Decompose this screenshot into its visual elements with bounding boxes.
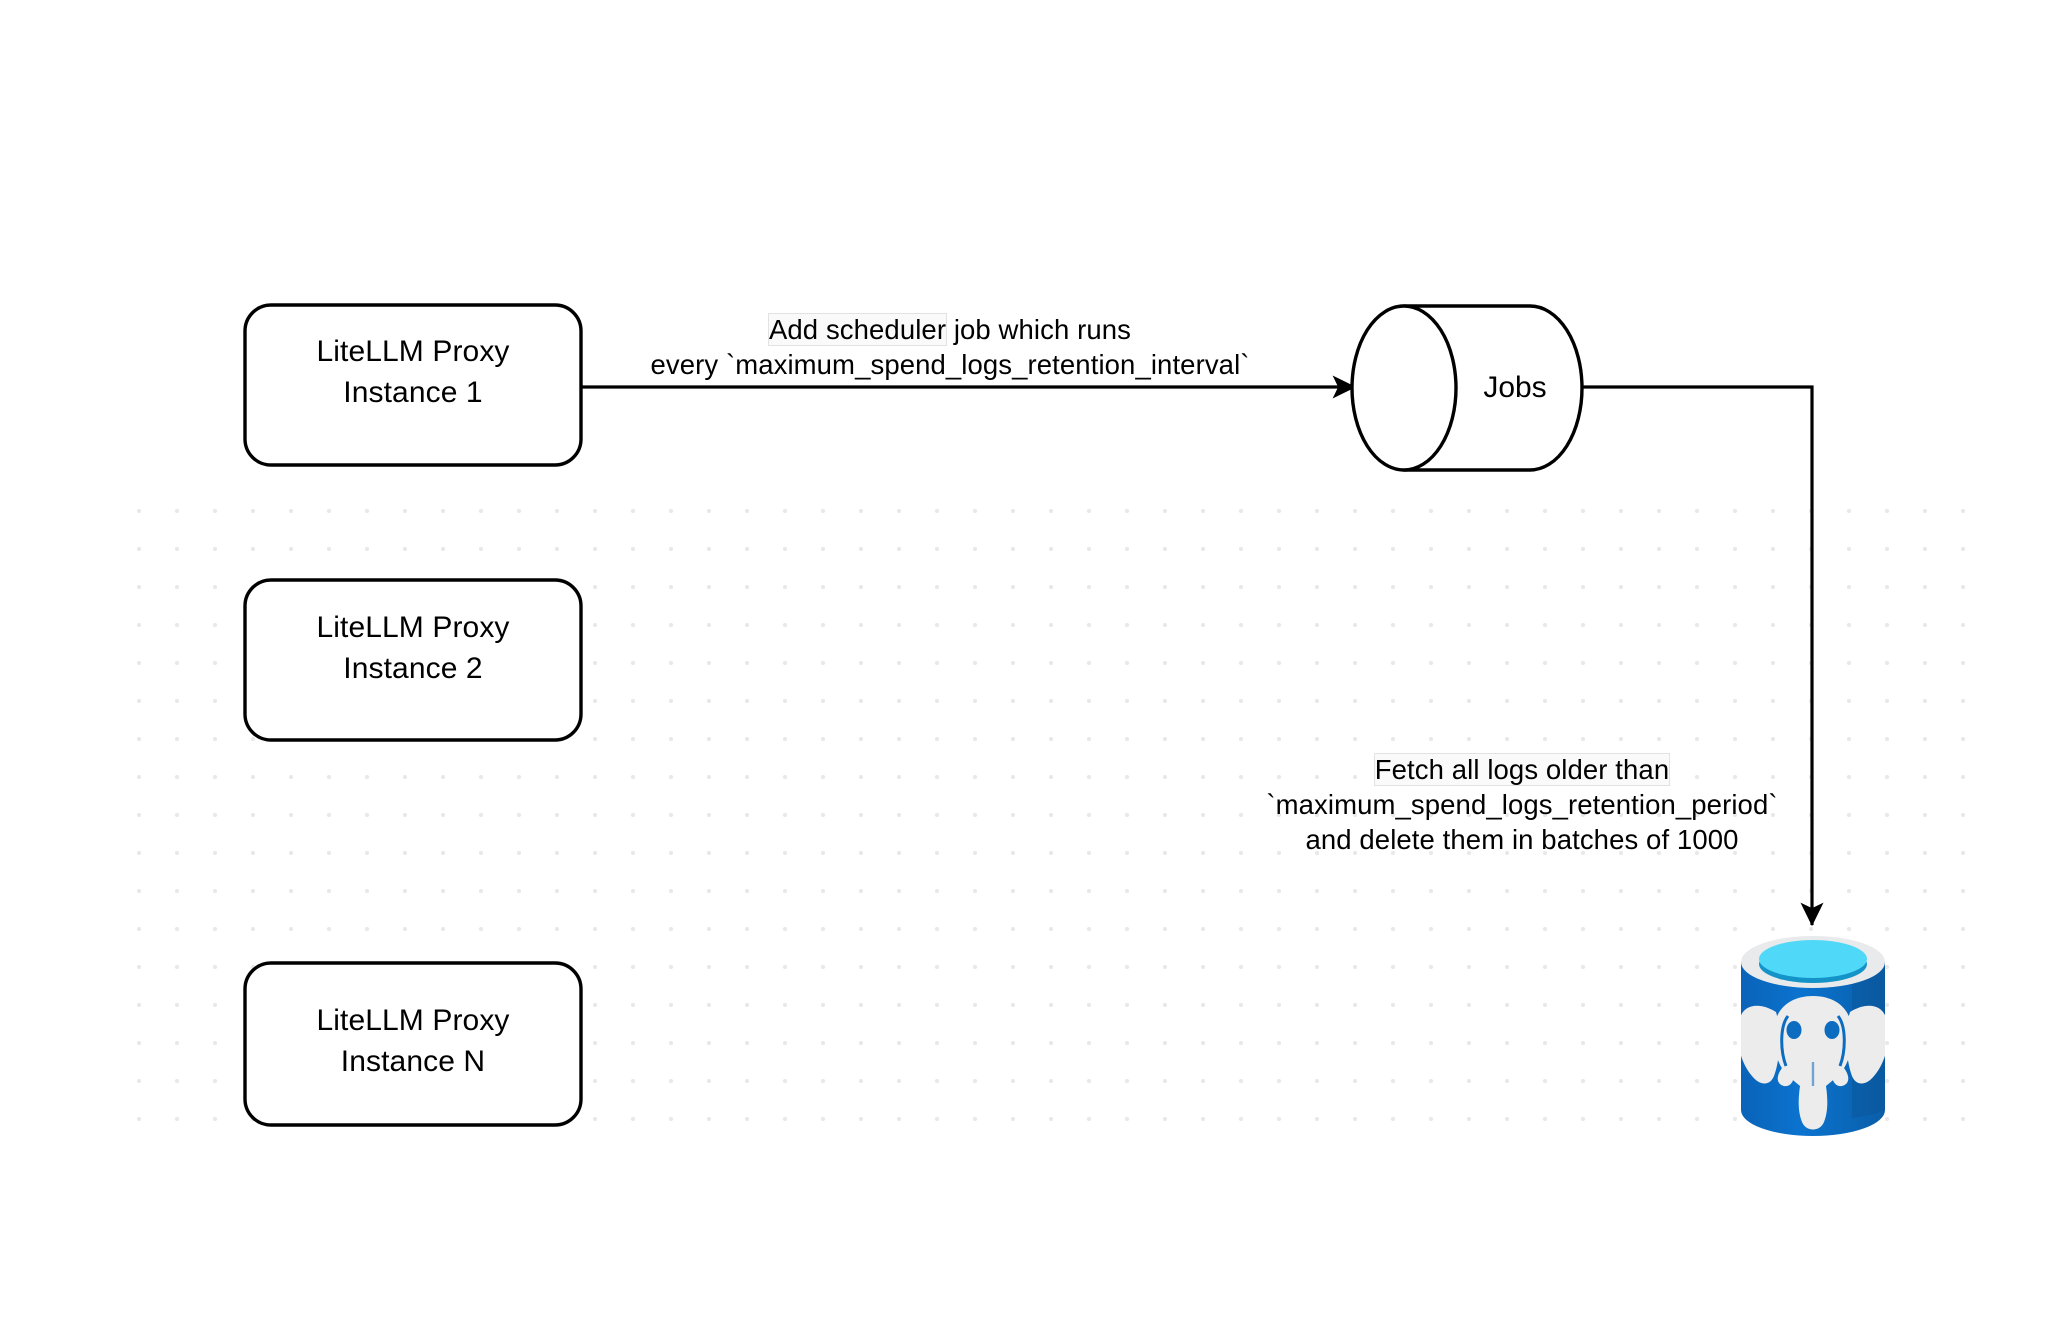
proxy-instance-n-box[interactable] — [243, 961, 583, 1127]
cleanup-edge-label-line3: and delete them in batches of 1000 — [1305, 824, 1739, 855]
cleanup-edge-label-highlight: Fetch all logs older than — [1373, 753, 1671, 786]
cleanup-edge-line — [1583, 385, 1824, 927]
proxy-instance-1-box[interactable] — [243, 303, 583, 467]
proxy-instance-n-line1: LiteLLM Proxy — [316, 1004, 510, 1037]
cleanup-edge-label: Fetch all logs older than`maximum_spend_… — [1232, 752, 1812, 857]
scheduler-edge-label-highlight: Add scheduler — [767, 313, 948, 346]
jobs-cylinder[interactable] — [1350, 304, 1584, 472]
jobs-cylinder-label: Jobs — [1483, 371, 1547, 404]
scheduler-edge-label-line1-rest: job which runs — [946, 314, 1132, 345]
proxy-instance-n-line2: Instance N — [340, 1045, 486, 1078]
proxy-instance-2-line2: Instance 2 — [343, 652, 483, 685]
proxy-instance-2-line1: LiteLLM Proxy — [316, 611, 510, 644]
scheduler-edge-label-line2: every `maximum_spend_logs_retention_inte… — [650, 349, 1250, 380]
proxy-instance-2-box[interactable] — [243, 578, 583, 742]
scheduler-edge-label: Add scheduler job which runs every `maxim… — [580, 312, 1320, 382]
proxy-instance-1-line2: Instance 1 — [343, 376, 483, 409]
postgresql-icon[interactable] — [1738, 936, 1889, 1136]
cleanup-edge-label-line2: `maximum_spend_logs_retention_period` — [1266, 789, 1778, 820]
proxy-instance-1-line1: LiteLLM Proxy — [316, 335, 510, 368]
